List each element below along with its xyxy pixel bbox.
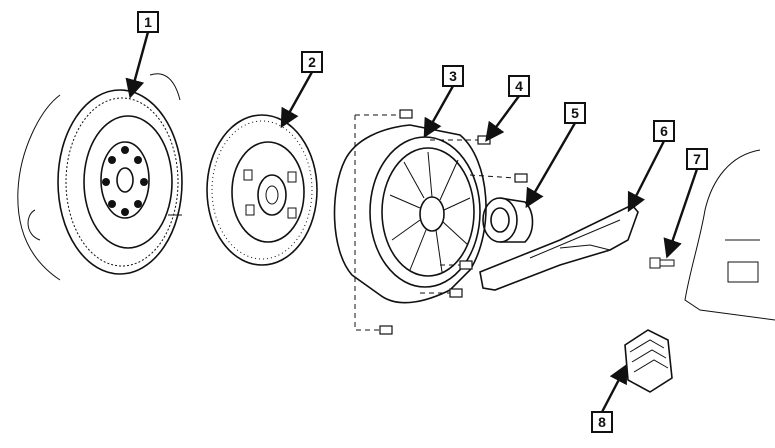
svg-text:2: 2 <box>308 54 316 70</box>
svg-text:6: 6 <box>660 123 668 139</box>
callout-2: 2 <box>301 51 323 73</box>
flywheel <box>57 89 183 275</box>
svg-text:7: 7 <box>693 151 701 167</box>
engine-block-outline <box>17 73 181 281</box>
release-fork <box>479 204 639 291</box>
pressure-plate <box>333 124 487 304</box>
svg-text:4: 4 <box>515 78 523 94</box>
leader-arrows <box>125 31 699 413</box>
release-bearing <box>482 197 534 243</box>
mounting-bolts <box>354 109 528 335</box>
callout-6: 6 <box>653 120 675 142</box>
transmission-outline <box>684 149 775 321</box>
callout-8: 8 <box>591 411 613 433</box>
callout-5: 5 <box>564 102 586 124</box>
pivot-stud <box>649 257 675 269</box>
svg-text:5: 5 <box>571 105 579 121</box>
callout-3: 3 <box>442 65 464 87</box>
clutch-disc <box>206 114 318 266</box>
callout-4: 4 <box>508 75 530 97</box>
svg-text:1: 1 <box>144 14 152 30</box>
svg-text:8: 8 <box>598 414 606 430</box>
svg-text:3: 3 <box>449 68 457 84</box>
callout-1: 1 <box>137 11 159 33</box>
callout-7: 7 <box>686 148 708 170</box>
fork-boot <box>624 329 673 393</box>
